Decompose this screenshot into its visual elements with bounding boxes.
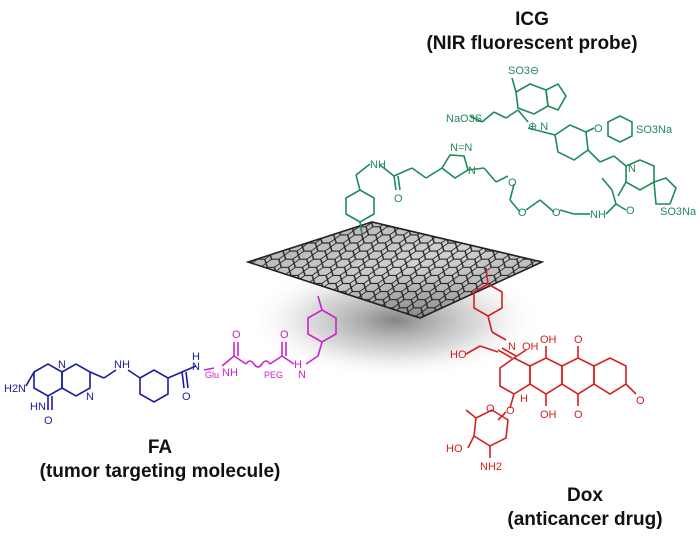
dox-ring-a: [499, 357, 531, 395]
linker-anchor-bond: [317, 295, 323, 311]
amide-o-icg-label: O: [394, 193, 403, 205]
peg-o-label-1: O: [508, 177, 517, 189]
so3-minus-label: SO3⊖: [508, 65, 539, 77]
peg-o-label-a: O: [280, 329, 289, 341]
dox-n-label: N: [508, 341, 516, 353]
n-icg-label-2: N: [628, 163, 636, 175]
fa-structure: [25, 363, 197, 410]
icg-name: ICG: [515, 9, 549, 30]
lower-indole-benzene: [653, 177, 677, 205]
link-h-label: H: [294, 359, 302, 371]
dox-ho-label: HO: [450, 349, 467, 361]
icg-structure: [345, 77, 677, 235]
upper-indole-benzene: [515, 83, 549, 115]
dox-o-label-4: O: [506, 405, 515, 417]
dox-oh-label-2: OH: [540, 334, 557, 346]
icg-atom-labels: SO3⊖ NaO3S ⊕ N O SO3Na N SO3Na N=N N NH …: [370, 65, 697, 221]
dox-h-label: H: [520, 393, 528, 405]
dox-o-label-1: O: [574, 334, 583, 346]
naso3s-label: NaO3S: [446, 113, 482, 125]
amide-o-label: O: [626, 205, 635, 217]
fa-caption: FA (tumor targeting molecule): [10, 436, 310, 484]
so3na-label-1: SO3Na: [636, 124, 673, 136]
dox-ring-d: [593, 357, 627, 395]
linker-structure: [203, 295, 337, 371]
icg-caption: ICG (NIR fluorescent probe): [382, 8, 682, 56]
dox-o-label-5: O: [486, 403, 495, 415]
pter-n-label-1: N: [58, 359, 66, 371]
fa-name: FA: [147, 437, 173, 458]
dox-caption: Dox (anticancer drug): [490, 484, 680, 532]
dox-ring-c: [561, 357, 595, 395]
pteridine-ring-2: [61, 363, 91, 397]
sugar-nh2-label: NH2: [480, 461, 502, 473]
peg-label: PEG: [264, 370, 283, 380]
fa-atom-labels: H2N HN O N N NH O H N: [4, 351, 200, 427]
triazole-n2-label: N: [468, 165, 476, 177]
peg-o-label-2: O: [518, 207, 527, 219]
glu-label: Glu: [205, 370, 219, 380]
dox-anchor-bond: [485, 267, 489, 285]
ether-o-label: O: [594, 123, 603, 135]
hexagonal-lattice: [248, 222, 542, 318]
dox-o-label-2: O: [574, 409, 583, 421]
peg-o-label-3: O: [552, 207, 561, 219]
fa-h-label: H: [192, 351, 200, 363]
fa-n-label: N: [192, 361, 200, 373]
dox-oh-label-1: OH: [522, 341, 539, 353]
graphene-sheet: [245, 221, 545, 380]
sugar-ho-label: HO: [446, 443, 463, 455]
triazole-ring: [440, 154, 469, 179]
dox-o-label-3: O: [636, 395, 645, 407]
dox-ring-b: [529, 357, 563, 395]
plus-n-label: ⊕ N: [528, 121, 548, 133]
pter-n-label-2: N: [86, 391, 94, 403]
dox-name: Dox: [567, 485, 603, 506]
upper-indole-ring: [545, 82, 567, 112]
cyclohexene-ring: [554, 124, 589, 161]
icg-role: (NIR fluorescent probe): [426, 33, 638, 54]
fa-o-label: O: [182, 391, 191, 403]
dox-oh-label-3: OH: [540, 409, 557, 421]
amide-nh-label: NH: [590, 209, 606, 221]
peg-wavy-bond: [245, 360, 271, 368]
pter-o-label: O: [44, 415, 53, 427]
linker-atom-labels: H N O PEG O NH Glu: [205, 329, 306, 381]
amide-nh-icg-label: NH: [370, 159, 386, 171]
sheet-edge: [245, 221, 545, 319]
h2n-label: H2N: [4, 383, 26, 395]
aryl-ether-ring: [607, 115, 633, 143]
fa-benzene-ring: [139, 369, 169, 403]
dox-role: (anticancer drug): [507, 509, 663, 530]
fa-nh-label: NH: [114, 359, 130, 371]
icg-anchor-bond: [359, 221, 363, 235]
hn-ring-label: HN: [30, 401, 46, 413]
icg-benzene-ring: [345, 189, 375, 223]
dox-atom-labels: HO N OH OH O OH O O H O O HO NH2: [446, 334, 645, 473]
peg-o-label-b: O: [232, 329, 241, 341]
fa-role: (tumor targeting molecule): [39, 461, 281, 482]
so3na-label-2: SO3Na: [660, 206, 697, 218]
peg-nh-label: NH: [222, 367, 238, 379]
link-n-label: N: [298, 369, 306, 381]
triazole-n-label: N=N: [450, 142, 472, 154]
dox-structure: [465, 267, 637, 458]
